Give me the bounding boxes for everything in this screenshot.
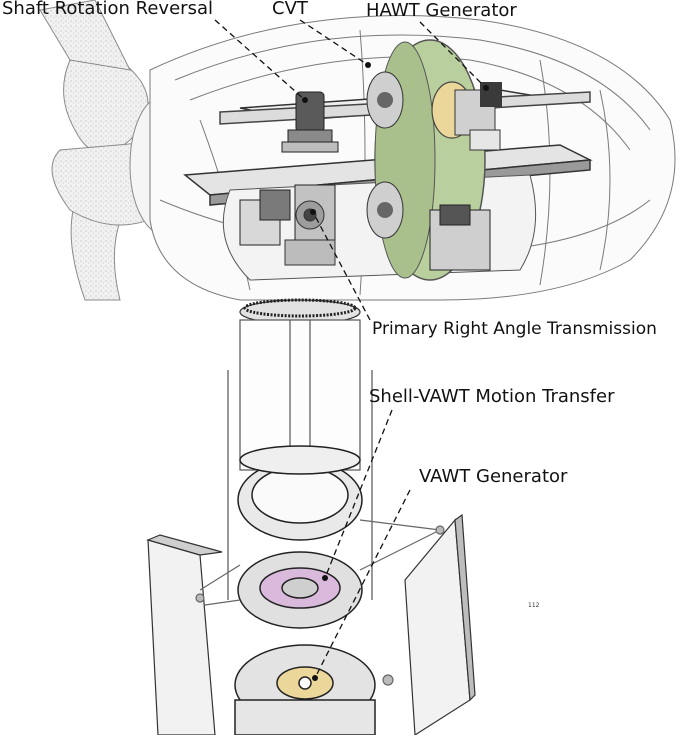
vawt-generator-unit	[235, 645, 375, 735]
label-primary-right-angle-transmission: Primary Right Angle Transmission	[372, 321, 657, 338]
tower-ring-upper	[238, 446, 362, 540]
shell-vawt-motion-transfer-unit	[238, 552, 362, 628]
label-cvt: CVT	[272, 0, 308, 18]
label-hawt-generator: HAWT Generator	[366, 2, 517, 20]
page-number: 112	[528, 602, 539, 609]
label-vawt-generator: VAWT Generator	[419, 468, 567, 486]
label-shaft-rotation-reversal: Shaft Rotation Reversal	[2, 0, 213, 18]
label-shell-vawt-motion-transfer: Shell-VAWT Motion Transfer	[369, 388, 614, 406]
